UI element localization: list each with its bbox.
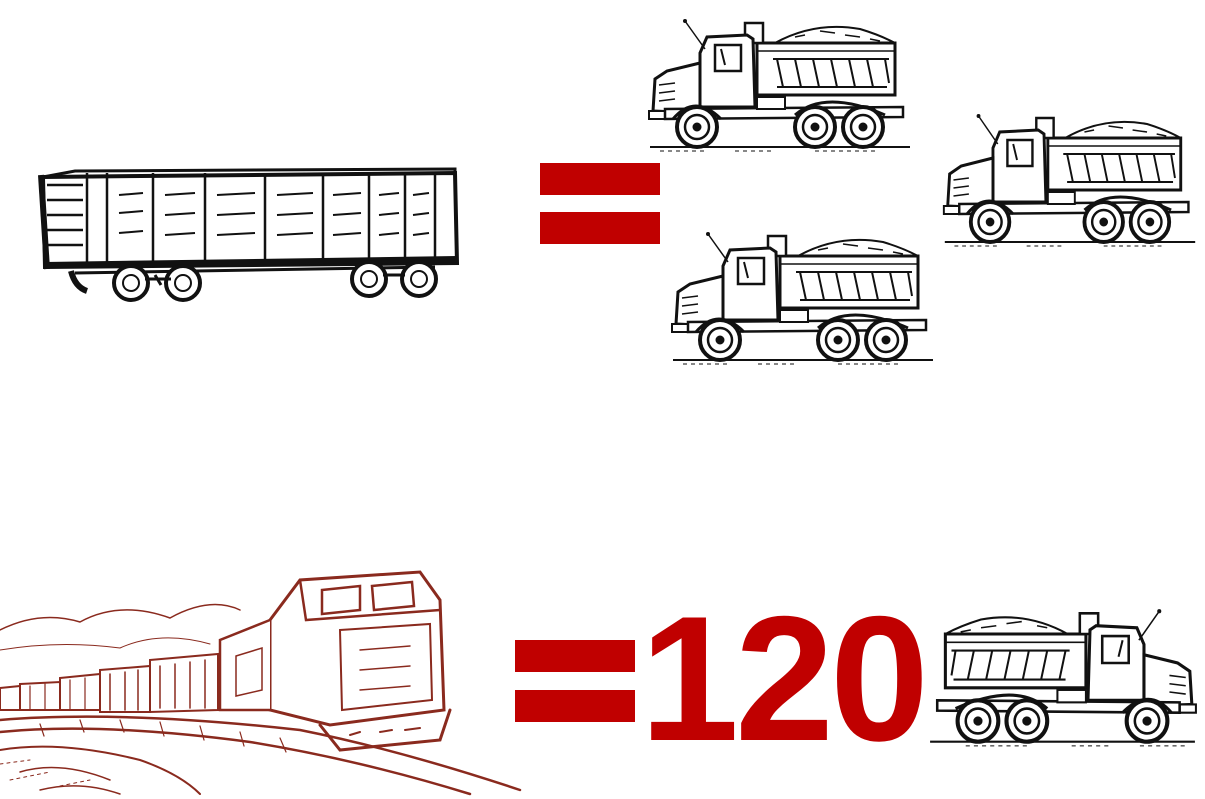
train-illustration [0, 560, 520, 794]
equals-bar [515, 690, 635, 722]
truck-illustration-2 [940, 110, 1200, 250]
dump-truck-icon [925, 605, 1200, 750]
equals-bar [515, 640, 635, 672]
truck-illustration-3 [668, 228, 938, 368]
truck-illustration-4 [925, 605, 1200, 750]
dump-truck-icon [668, 228, 938, 368]
equals-bar [540, 163, 660, 195]
freight-train-icon [0, 560, 520, 794]
truck-count-label: 120 [640, 590, 925, 768]
dump-truck-icon [645, 15, 915, 155]
truck-illustration-1 [645, 15, 915, 155]
freight-wagon-icon [35, 155, 465, 305]
wagon-illustration [35, 155, 465, 305]
dump-truck-icon [940, 110, 1200, 250]
equals-bar [540, 212, 660, 244]
